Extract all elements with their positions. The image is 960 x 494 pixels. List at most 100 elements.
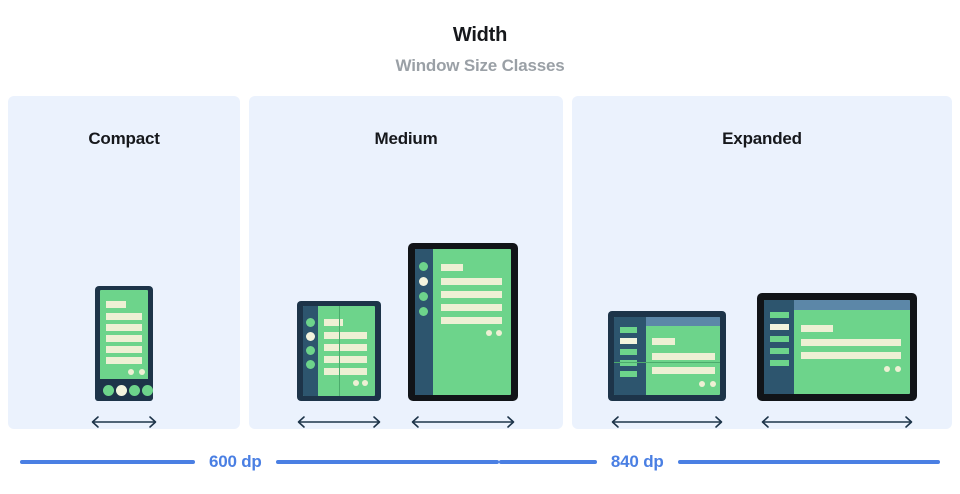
content-line <box>441 317 502 324</box>
sidebar-item-bar <box>620 371 637 377</box>
nav-dot <box>142 385 153 396</box>
content-line <box>106 324 142 331</box>
foldable-unfolded-sidebar <box>614 317 646 395</box>
content-dot <box>710 381 716 387</box>
app-top-bar <box>794 300 910 310</box>
panel-medium: Medium <box>249 96 563 429</box>
device-group-tablet-landscape <box>757 293 917 429</box>
scale-rule-segment <box>20 459 195 464</box>
content-dot <box>699 381 705 387</box>
panel-compact: Compact <box>8 96 240 429</box>
content-line-short <box>106 301 126 308</box>
device-group-tablet-portrait <box>407 243 519 429</box>
sidebar-circle <box>419 307 428 316</box>
double-headed-arrow-icon <box>411 416 515 428</box>
foldable-landscape-unfolded-device <box>608 311 726 401</box>
content-line <box>324 344 367 351</box>
content-dot <box>486 330 492 336</box>
content-line <box>106 346 142 353</box>
content-line <box>441 304 502 311</box>
device-stage-expanded <box>572 169 952 429</box>
content-line <box>652 367 715 374</box>
content-line <box>106 335 142 342</box>
sidebar-circle <box>419 292 428 301</box>
double-headed-arrow-icon <box>761 416 913 428</box>
content-dot <box>895 366 901 372</box>
breakpoint-label-600dp: 600 dp <box>208 451 262 471</box>
device-group-foldable-folded <box>293 301 385 429</box>
sidebar-circle-active <box>306 332 315 341</box>
phone-navigation-bar <box>95 379 153 401</box>
content-line <box>324 332 367 339</box>
nav-dot-active <box>116 385 127 396</box>
content-dot <box>884 366 890 372</box>
fold-crease-line <box>614 362 720 363</box>
sidebar-item-bar <box>770 348 789 354</box>
sidebar-circle <box>306 360 315 369</box>
panel-title-compact: Compact <box>88 129 160 148</box>
sidebar-item-bar <box>770 336 789 342</box>
page-header: Width Window Size Classes <box>0 0 960 96</box>
device-stage-compact <box>8 169 240 429</box>
panel-title-medium: Medium <box>374 129 438 148</box>
sidebar-circle <box>306 318 315 327</box>
tablet-portrait-device <box>408 243 518 401</box>
sidebar-item-bar <box>770 312 789 318</box>
sidebar-item-bar <box>620 360 637 366</box>
tablet-landscape-sidebar <box>764 300 794 394</box>
content-line <box>652 353 715 360</box>
size-class-panels: Compact <box>8 96 952 429</box>
scale-rule-segment <box>275 459 499 464</box>
double-headed-arrow-icon <box>611 416 723 428</box>
foldable-unfolded-screen <box>614 317 720 395</box>
tablet-portrait-sidebar <box>415 249 433 395</box>
scale-rule-segment <box>498 459 597 464</box>
content-line-short <box>801 325 833 332</box>
foldable-folded-screen <box>303 306 375 396</box>
content-line-short <box>441 264 463 271</box>
content-dot <box>128 369 134 375</box>
page-subtitle: Window Size Classes <box>395 56 565 75</box>
app-top-bar <box>646 317 720 326</box>
sidebar-circle-active <box>419 277 428 286</box>
content-dot <box>496 330 502 336</box>
breakpoint-scale: 600 dp 840 dp <box>0 429 960 494</box>
sidebar-circle <box>306 346 315 355</box>
nav-dot <box>129 385 140 396</box>
content-line-short <box>324 319 343 326</box>
nav-dot <box>103 385 114 396</box>
fold-crease-line <box>339 306 340 396</box>
sidebar-item-bar <box>770 360 789 366</box>
content-dot <box>362 380 368 386</box>
content-dot <box>139 369 145 375</box>
content-line <box>324 356 367 363</box>
foldable-folded-sidebar <box>303 306 318 396</box>
device-group-phone <box>87 286 161 429</box>
double-headed-arrow-icon <box>297 416 381 428</box>
breakpoint-label-840dp: 840 dp <box>610 451 664 471</box>
device-stage-medium <box>249 169 563 429</box>
sidebar-item-bar <box>620 349 637 355</box>
foldable-portrait-folded-device <box>297 301 381 401</box>
panel-title-expanded: Expanded <box>722 129 802 148</box>
sidebar-circle <box>419 262 428 271</box>
content-line-short <box>652 338 675 345</box>
tablet-landscape-screen <box>764 300 910 394</box>
content-dot <box>353 380 359 386</box>
panel-expanded: Expanded <box>572 96 952 429</box>
content-line <box>441 278 502 285</box>
tablet-landscape-device <box>757 293 917 401</box>
tablet-portrait-screen <box>415 249 511 395</box>
scale-rule-segment <box>677 459 940 464</box>
content-line <box>106 313 142 320</box>
sidebar-item-bar-active <box>770 324 789 330</box>
device-group-foldable-unfolded <box>607 311 727 429</box>
content-line <box>801 339 901 346</box>
sidebar-item-bar <box>620 327 637 333</box>
content-line <box>106 357 142 364</box>
content-line <box>324 368 367 375</box>
double-headed-arrow-icon <box>91 416 157 428</box>
sidebar-item-bar-active <box>620 338 637 344</box>
content-line <box>801 352 901 359</box>
page-title: Width <box>452 24 508 46</box>
